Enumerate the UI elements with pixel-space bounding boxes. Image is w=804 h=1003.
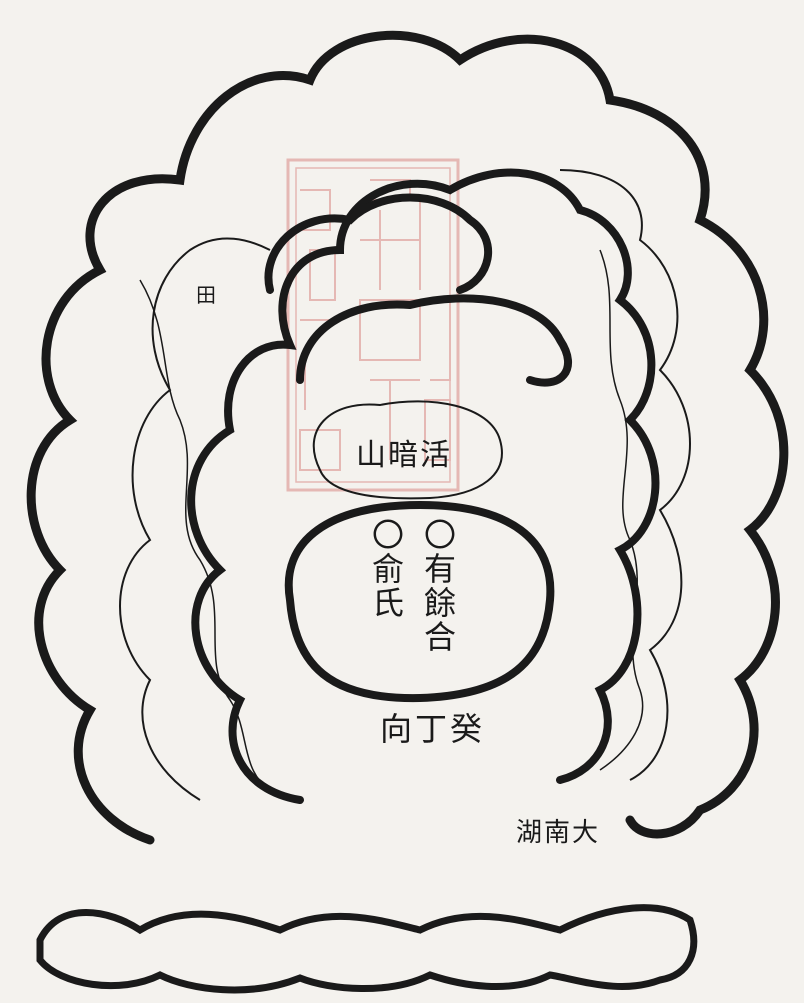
inner-mountain-ridge-2: [296, 294, 572, 387]
inner-mountain-ridge: [264, 193, 492, 294]
grave-inscription-right-column: 〇有餘合: [419, 518, 457, 654]
middle-mountain-ridge: [187, 168, 660, 804]
orientation-label: 向丁癸: [380, 710, 486, 748]
grave-inscription-left-column: 〇俞氏: [367, 518, 405, 620]
outer-mountain-ridge: [26, 30, 789, 845]
mountain-knoll-outline: [312, 400, 503, 500]
grave-enclosure: [284, 500, 555, 703]
lake-label: 湖南大: [516, 818, 601, 848]
seal-stamp: [286, 158, 460, 492]
bottom-water-band: [36, 904, 698, 994]
outer-mountain-inner-line: [119, 237, 271, 801]
mountain-name-label: 山暗活: [356, 438, 452, 473]
field-label: 田: [196, 283, 216, 307]
outer-mountain-inner-line-right: [559, 169, 691, 781]
water-line-right: [599, 249, 644, 771]
water-line-left: [139, 279, 271, 791]
